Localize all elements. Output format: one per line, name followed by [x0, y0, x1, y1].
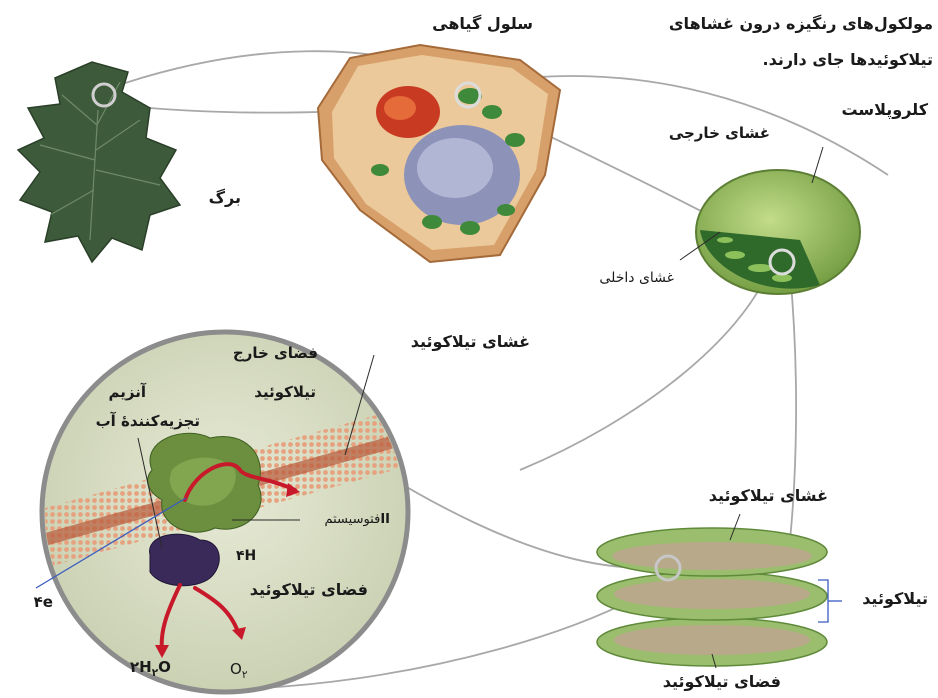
label-water: ۲H۲O — [130, 658, 171, 679]
label-enzyme-line2: تجزیه‌کنندهٔ آب — [96, 412, 200, 430]
label-enzyme-line1: آنزیم — [109, 383, 147, 401]
label-chloroplast: کلروپلاست — [841, 100, 928, 119]
label-leaf: برگ — [209, 188, 241, 207]
label-thylakoid-space-bottom: فضای تیلاکوئید — [663, 672, 781, 691]
label-note-line1: مولکول‌های رنگیزه درون غشاهای — [669, 14, 933, 33]
label-protons: ۴H — [236, 548, 256, 564]
plant-cell-illustration — [318, 45, 560, 262]
label-oxygen: O۲ — [230, 660, 247, 681]
chloroplast-illustration — [696, 170, 860, 294]
label-electrons: ۴e — [34, 593, 53, 611]
water-splitting-enzyme — [150, 534, 220, 586]
label-photosystem: IIفتوسیستم — [324, 512, 390, 527]
label-thylakoid-membrane-stack: غشای تیلاکوئید — [709, 486, 828, 505]
leaf-illustration — [18, 62, 180, 262]
label-inner-membrane: غشای داخلی — [599, 270, 674, 286]
label-outside-thylakoid-line2: تیلاکوئید — [254, 383, 316, 401]
label-thylakoid: تیلاکوئید — [862, 589, 928, 608]
label-thylakoid-space-inner: فضای تیلاکوئید — [250, 580, 368, 599]
label-outside-thylakoid-line1: فضای خارج — [233, 344, 318, 362]
label-note-line2: تیلاکوئیدها جای دارند. — [763, 50, 933, 69]
label-thylakoid-membrane-top: غشای تیلاکوئید — [411, 332, 530, 351]
label-plant-cell: سلول گیاهی — [432, 14, 533, 33]
thylakoid-stack-illustration — [597, 528, 842, 666]
label-outer-membrane: غشای خارجی — [669, 124, 770, 142]
